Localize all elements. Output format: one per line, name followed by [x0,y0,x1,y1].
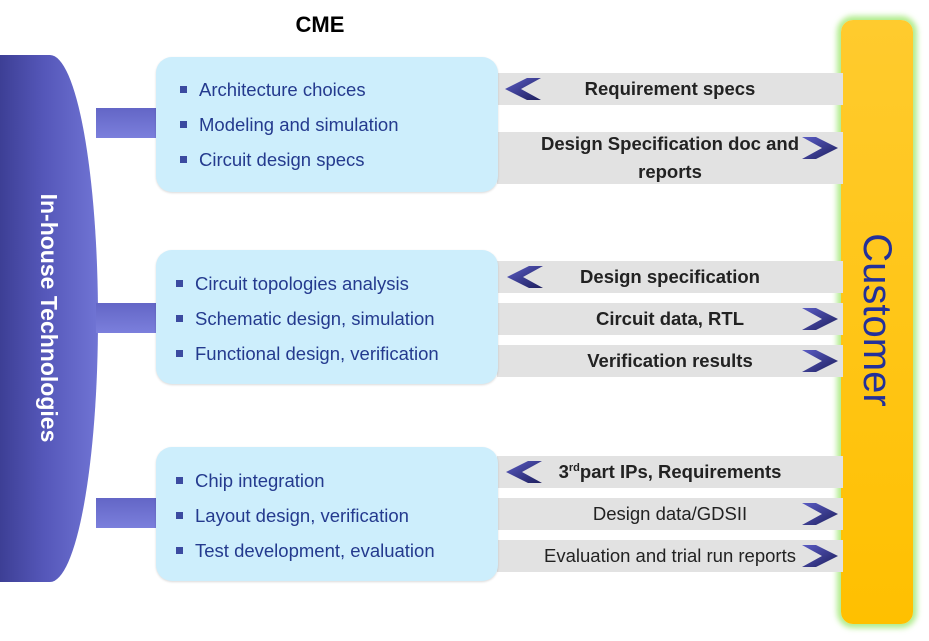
flow-label: 3rd part IPs, Requirements [558,461,782,482]
flow-label: Design data/GDSII [592,503,748,524]
bullet-icon [176,314,183,322]
customer-bar [841,20,913,624]
bullet-icon [180,85,187,93]
list-item: Layout design, verification [176,503,409,529]
bullet-icon [180,120,187,128]
connector-group-2 [96,303,160,333]
customer-label: Customer [855,233,899,407]
bullet-icon [180,155,187,163]
bullet-icon [176,279,183,287]
flow-label: Design Specification doc and reports [540,133,799,182]
flow-band: Circuit data, RTL [497,303,843,335]
flow-label: Requirement specs [584,78,756,99]
list-item: Schematic design, simulation [176,306,435,332]
flow-band: Requirement specs [497,73,843,105]
flow-band: 3rd part IPs, Requirements [497,456,843,488]
chevron-right-icon [802,545,838,567]
list-item: Chip integration [176,468,325,494]
cme-box-circuit-design: Circuit topologies analysis Schematic de… [156,250,498,384]
bullet-icon [176,349,183,357]
chevron-left-icon [506,461,542,483]
chevron-right-icon [802,503,838,525]
list-item: Test development, evaluation [176,538,435,564]
in-house-technologies-label: In-house Technologies [36,193,62,443]
flow-band: Design specification [497,261,843,293]
connector-group-3 [96,498,160,528]
diagram-title: CME [295,12,345,37]
list-item: Functional design, verification [176,341,439,367]
chevron-right-icon [802,350,838,372]
in-house-technologies-oval [0,55,98,582]
flow-band: Verification results [497,345,843,377]
chevron-right-icon [802,308,838,330]
flow-label: Verification results [587,350,753,371]
connector-group-1 [96,108,160,138]
flow-band: Evaluation and trial run reports [497,540,843,572]
bullet-icon [176,511,183,519]
chevron-left-icon [505,78,541,100]
bullet-icon [176,546,183,554]
list-item: Circuit design specs [180,147,365,173]
cme-box-architecture: Architecture choices Modeling and simula… [156,57,498,192]
flow-label: Circuit data, RTL [595,308,744,329]
bullet-icon [176,476,183,484]
flow-label: Design specification [580,266,760,287]
list-item: Circuit topologies analysis [176,271,409,297]
list-item: Architecture choices [180,77,366,103]
cme-box-chip-integration: Chip integration Layout design, verifica… [156,447,498,581]
list-item: Modeling and simulation [180,112,399,138]
flow-band: Design Specification doc and reports [497,132,843,184]
chevron-right-icon [802,137,838,159]
flow-band: Design data/GDSII [497,498,843,530]
flow-label: Evaluation and trial run reports [544,545,796,566]
chevron-left-icon [507,266,543,288]
